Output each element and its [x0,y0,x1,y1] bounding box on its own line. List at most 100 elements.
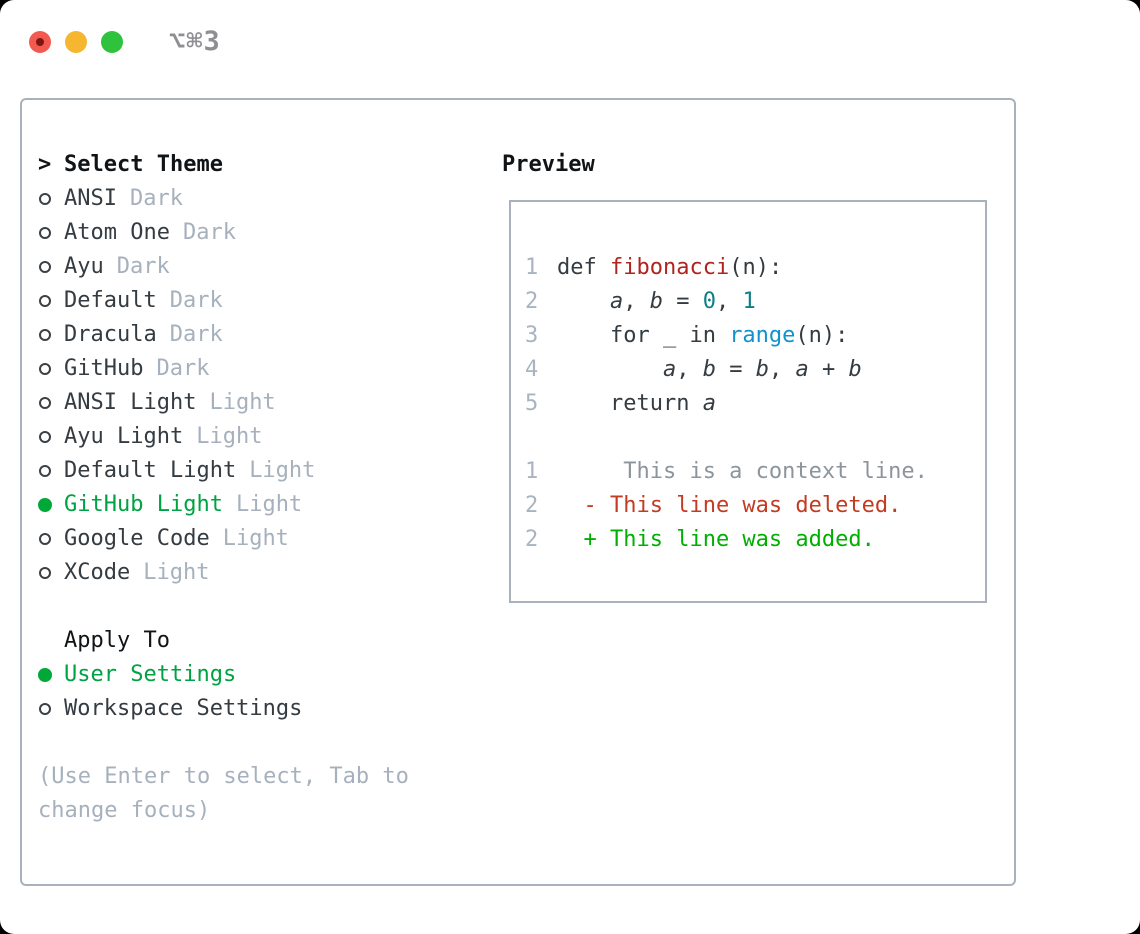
code-segment: - This line was deleted. [557,493,902,518]
radio-icon [38,329,64,341]
theme-item-github-light[interactable]: GitHub Light Light [38,488,409,522]
radio-icon [38,261,64,273]
code-segment: a [795,357,809,382]
radio-icon [38,227,64,239]
preview-code-line-3: 3 for _ in range(n): [525,319,985,353]
code-segment: fibonacci [609,255,730,280]
code-segment: , [768,357,796,382]
line-number: 4 [525,357,539,382]
code-segment: a [702,391,716,416]
theme-item-label: GitHub Light [64,492,223,517]
preview-code-line-9: 2 + This line was added. [525,523,985,557]
theme-item-label: Default [64,288,157,313]
radio-icon [38,567,64,579]
line-number: 2 [525,289,539,314]
theme-variant-tag: Dark [129,186,183,211]
code-segment: , [676,357,703,382]
theme-variant-tag: Dark [182,220,236,245]
theme-item-dracula[interactable]: Dracula Dark [38,318,409,352]
radio-dot-empty [39,227,51,239]
theme-item-github[interactable]: GitHub Dark [38,352,409,386]
code-segment: = [715,357,756,382]
radio-dot-empty [39,363,51,375]
radio-icon [38,533,64,545]
apply-to-header: Apply To [38,624,409,658]
help-line-1: (Use Enter to select, Tab to [38,764,409,789]
theme-item-ansi[interactable]: ANSI Dark [38,182,409,216]
window-shortcut-label: ⌥⌘3 [169,26,221,57]
theme-item-label: ANSI [64,186,117,211]
radio-icon [38,193,64,205]
radio-selected-icon [38,498,64,512]
preview-code-line-8: 2 - This line was deleted. [525,489,985,523]
code-segment: , [715,289,743,314]
prompt-marker: > [38,148,64,182]
theme-item-label: XCode [64,560,131,585]
minimize-button[interactable] [65,30,87,53]
preview-code-line-6 [525,421,985,455]
code-segment: = [662,289,703,314]
theme-item-label: Default Light [64,458,237,483]
line-number: 2 [525,527,539,552]
apply-option-workspace-settings[interactable]: Workspace Settings [38,692,409,726]
radio-dot-empty [39,703,51,715]
apply-option-label: User Settings [64,662,237,687]
prompt-icon: > [38,152,52,177]
radio-selected-icon [38,668,64,682]
code-segment: b [755,357,769,382]
select-theme-title: Select Theme [64,152,223,177]
radio-dot-filled [38,498,52,512]
code-segment: b [702,357,716,382]
zoom-button[interactable] [101,30,123,53]
line-number: 3 [525,323,539,348]
code-segment: (n): [729,255,783,280]
code-segment [557,353,663,387]
code-segment: a [609,289,624,314]
preview-code-line-7: 1 This is a context line. [525,455,985,489]
radio-dot-empty [39,567,51,579]
help-line-2: change focus) [38,798,211,823]
line-number: 1 [525,255,539,280]
close-button[interactable] [29,30,51,53]
code-segment: return [557,391,703,416]
apply-option-label: Workspace Settings [64,696,303,721]
radio-dot-filled [38,668,52,682]
code-segment: for _ in [557,323,730,348]
theme-variant-tag: Light [249,458,316,483]
line-number: 2 [525,493,539,518]
radio-icon [38,465,64,477]
radio-dot-empty [39,397,51,409]
radio-icon [38,363,64,375]
code-segment: 0 [702,289,716,314]
theme-variant-tag: Light [235,492,303,517]
help-text: (Use Enter to select, Tab to change focus… [38,760,409,828]
code-segment: , [623,289,650,314]
theme-item-label: Dracula [64,322,157,347]
radio-dot-empty [39,533,51,545]
theme-item-label: GitHub [64,356,144,381]
apply-option-user-settings[interactable]: User Settings [38,658,409,692]
code-segment: def [557,255,610,280]
preview-title: Preview [502,152,595,177]
code-segment [557,285,610,319]
radio-icon [38,431,64,443]
theme-item-ayu[interactable]: Ayu Dark [38,250,409,284]
theme-variant-tag: Dark [169,322,223,347]
theme-item-label: Ayu [64,254,104,279]
radio-icon [38,397,64,409]
code-segment: + This line was added. [557,527,875,552]
theme-variant-tag: Dark [116,254,170,279]
code-segment: b [848,357,862,382]
theme-variant-tag: Dark [156,356,210,381]
theme-item-default-light[interactable]: Default Light Light [38,454,409,488]
